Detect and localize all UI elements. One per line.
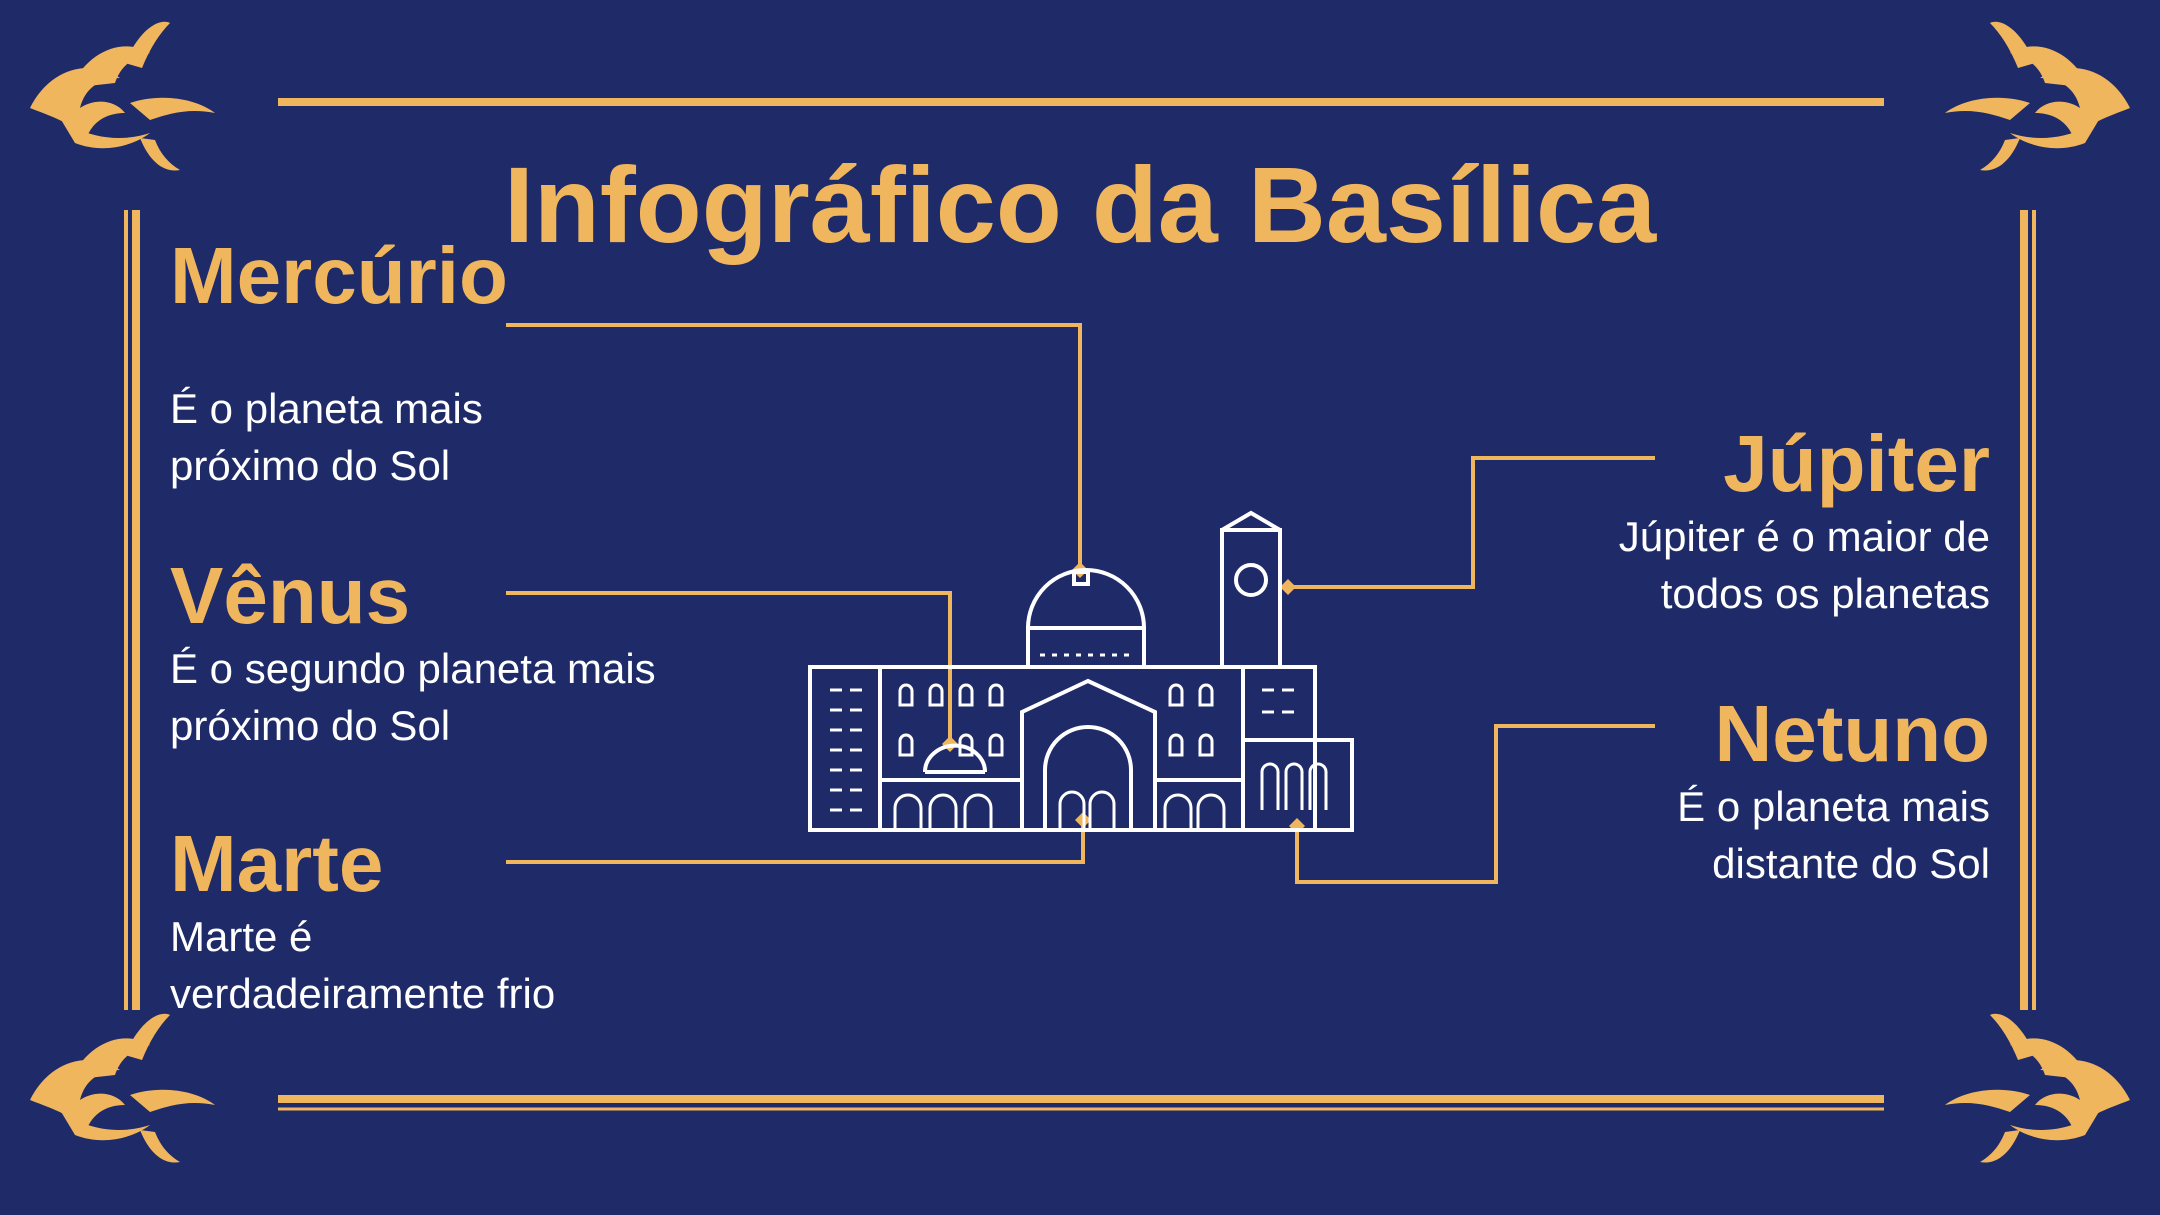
- item-venus: Vênus É o segundo planeta mais próximo d…: [170, 552, 690, 754]
- item-description: Júpiter é o maior de todos os planetas: [1618, 513, 1990, 617]
- item-title: Júpiter: [1723, 419, 1990, 508]
- item-jupiter: Júpiter Júpiter é o maior de todos os pl…: [1470, 420, 1990, 622]
- item-marte: Marte Marte é verdadeiramente frio: [170, 820, 690, 1022]
- item-title: Mercúrio: [170, 231, 508, 320]
- item-netuno: Netuno É o planeta mais distante do Sol: [1470, 690, 1990, 892]
- item-description: É o planeta mais distante do Sol: [1677, 783, 1990, 887]
- item-mercurio: Mercúrio É o planeta mais próximo do Sol: [170, 231, 508, 490]
- connector-lines: [506, 323, 1655, 884]
- basilica-line-icon: [808, 510, 1354, 832]
- item-description: É o segundo planeta mais próximo do Sol: [170, 645, 656, 749]
- item-title: Marte: [170, 819, 384, 908]
- page-title: Infográfico da Basílica: [503, 144, 1657, 265]
- item-title: Vênus: [170, 551, 411, 640]
- item-title: Netuno: [1714, 689, 1990, 778]
- item-description: É o planeta mais próximo do Sol: [170, 385, 483, 489]
- basilica-windows: [830, 653, 1328, 828]
- item-description: Marte é verdadeiramente frio: [170, 913, 556, 1017]
